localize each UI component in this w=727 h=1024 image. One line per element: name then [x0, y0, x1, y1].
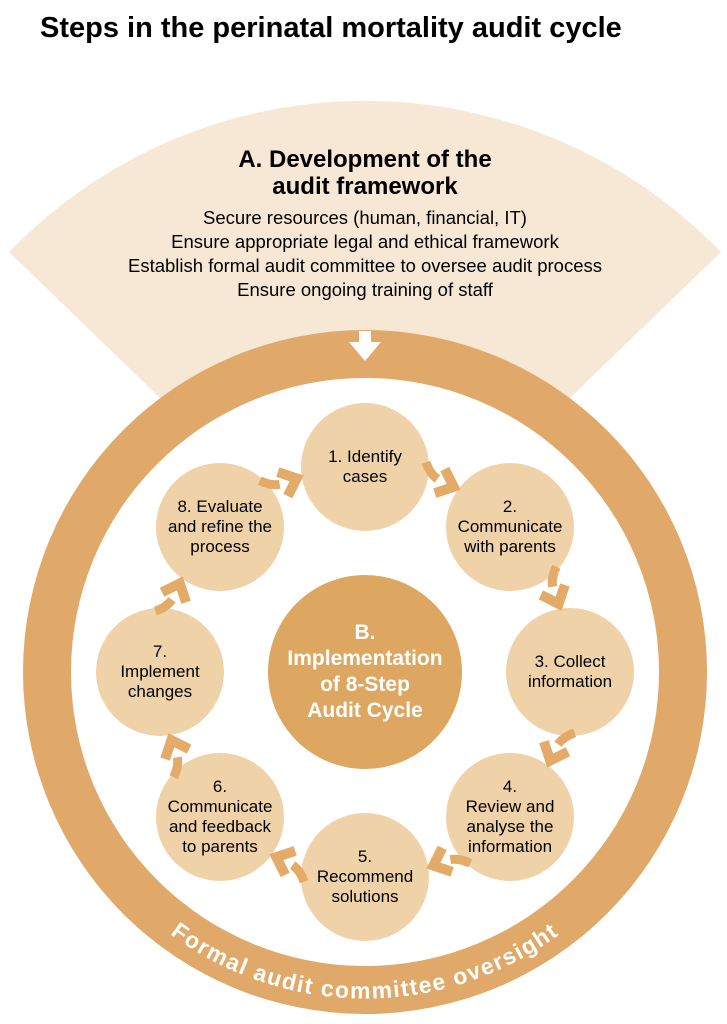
section-a-item: Ensure appropriate legal and ethical fra…	[171, 231, 559, 252]
step-label-6: 6. Communicate and feedback to parents	[167, 777, 273, 856]
step-circle-4	[446, 753, 574, 881]
step-circle-5	[301, 813, 429, 941]
step-circle-6	[156, 753, 284, 881]
center-circle	[268, 575, 462, 769]
cycle-arrow-6-7-icon	[160, 733, 192, 780]
cycle-arrow-2-3-icon	[538, 564, 570, 611]
cycle-arrow-5-6-icon	[269, 846, 309, 884]
step-circle-2	[446, 463, 574, 591]
cycle-arrow-3-4-icon	[539, 728, 577, 768]
section-a-item: Ensure ongoing training of staff	[237, 279, 493, 300]
step-label-3: 3. Collect information	[527, 652, 613, 691]
section-a-heading: A. Development of the audit framework	[238, 146, 492, 200]
section-a-items: Secure resources (human, financial, IT) …	[55, 206, 675, 302]
center-circle-label: B. Implementation of 8-Step Audit Cycle	[287, 621, 443, 722]
step-circle-3	[506, 608, 634, 736]
step-label-1: 1. Identify cases	[328, 447, 402, 486]
step-label-7: 7. Implement changes	[120, 642, 200, 701]
section-a-item: Establish formal audit committee to over…	[127, 255, 603, 276]
step-label-2: 2. Communicate with parents	[457, 497, 563, 556]
step-label-8: 8. Evaluate and refine the process	[168, 497, 272, 556]
section-a-item: Secure resources (human, financial, IT)	[203, 207, 527, 228]
step-circle-1	[301, 403, 429, 531]
cycle-arrow-8-1-icon	[257, 467, 304, 499]
cycle-arrow-1-2-icon	[421, 460, 461, 498]
flow-down-arrow-icon	[349, 331, 381, 361]
step-label-5: 5. Recommend solutions	[316, 847, 414, 906]
step-label-4: 4. Review and analyse the information	[465, 777, 555, 856]
cycle-arrow-7-8-icon	[153, 576, 191, 616]
page-title: Steps in the perinatal mortality audit c…	[40, 12, 622, 44]
cycle-arrow-4-5-icon	[426, 845, 473, 877]
step-circle-7	[96, 608, 224, 736]
step-circle-8	[156, 463, 284, 591]
